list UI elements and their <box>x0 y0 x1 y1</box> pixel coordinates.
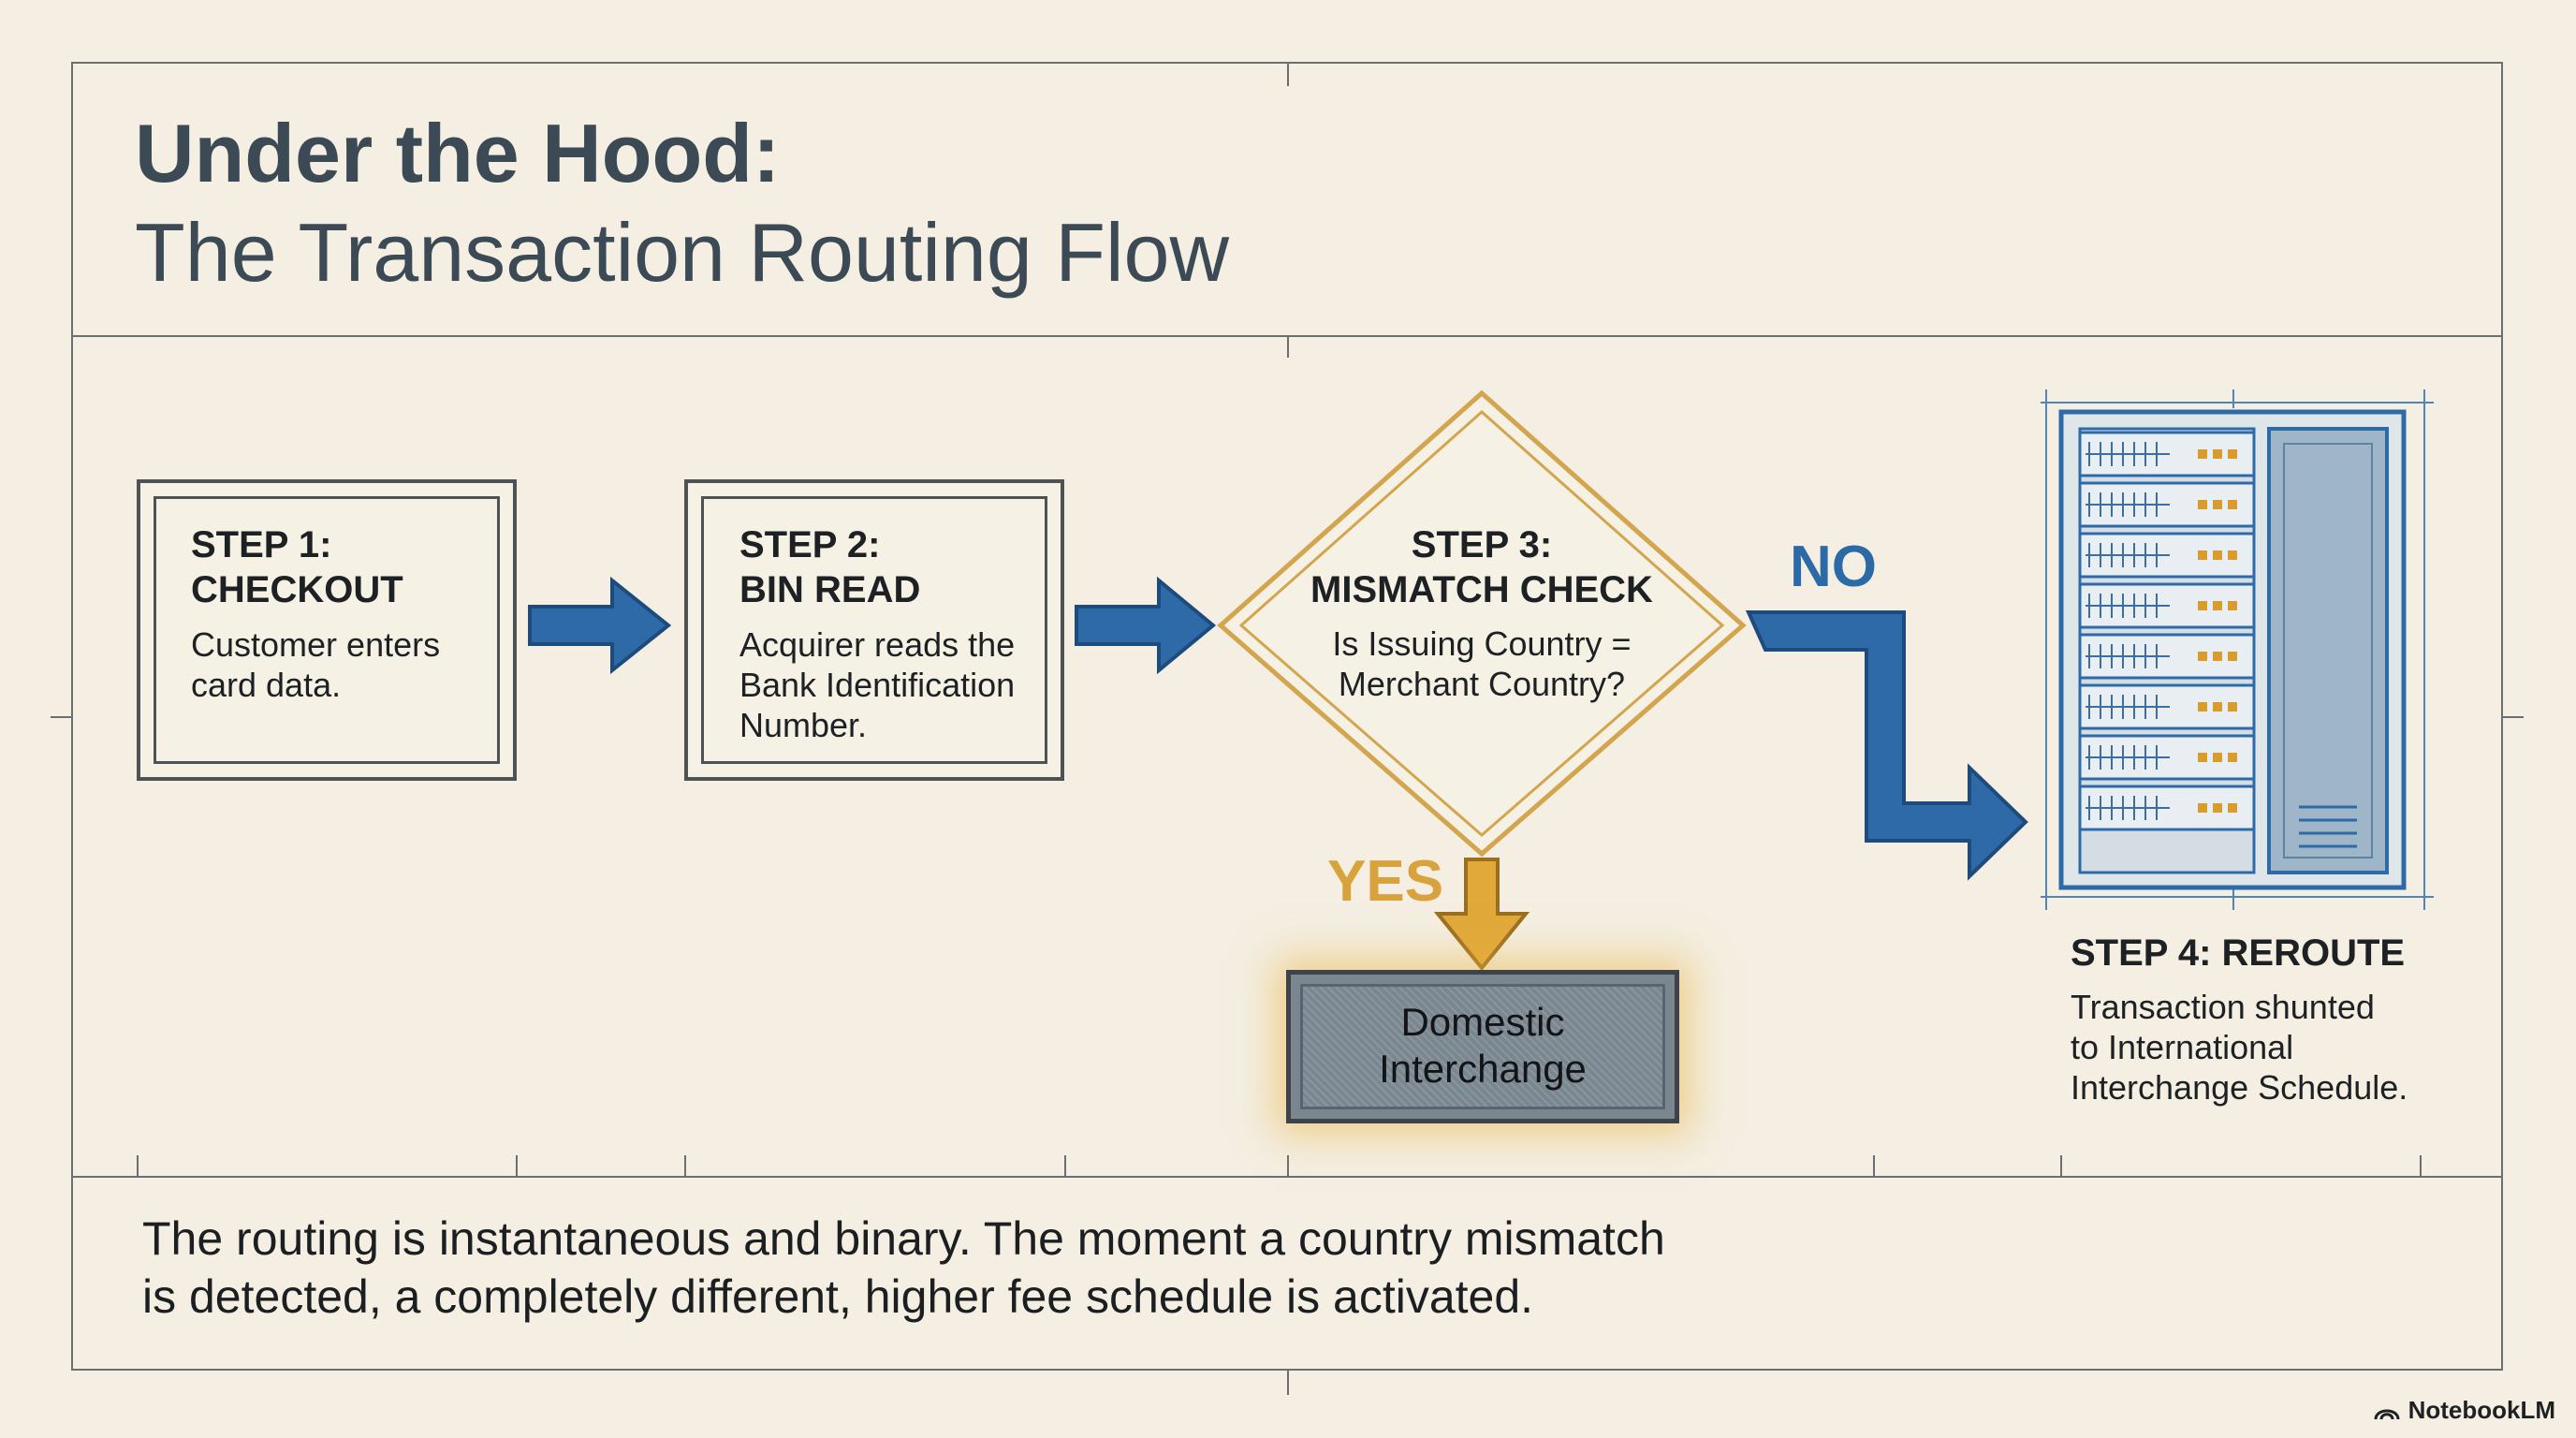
domestic-interchange-label: Domestic Interchange <box>1379 1000 1587 1091</box>
notebooklm-logo-icon <box>2374 1409 2400 1419</box>
tick-mark <box>1287 62 1289 86</box>
no-branch-arrow <box>1745 610 2028 881</box>
step-2-inner-border <box>701 496 1047 764</box>
rack-status-light <box>2213 550 2222 560</box>
rack-status-light <box>2198 702 2207 712</box>
server-rack-icon <box>2041 389 2434 910</box>
rack-status-light <box>2228 500 2237 509</box>
rack-status-light <box>2213 500 2222 509</box>
brand-watermark: NotebookLM <box>2373 1396 2555 1425</box>
arrow-right-icon <box>1075 576 1217 675</box>
step-2-title: STEP 2: BIN READ <box>739 524 921 610</box>
rack-status-light <box>2228 449 2237 459</box>
tick-mark <box>2420 1155 2422 1176</box>
step-3-title: STEP 3: MISMATCH CHECK <box>1310 524 1653 610</box>
rack-status-light <box>2228 702 2237 712</box>
page-title: Under the Hood: <box>135 107 781 199</box>
step-2-box <box>684 479 1064 781</box>
step-4-desc: Transaction shunted to International Int… <box>2071 988 2408 1107</box>
tick-mark <box>1287 1371 1289 1395</box>
yes-branch-arrow <box>1433 858 1530 972</box>
rack-status-light <box>2213 449 2222 459</box>
tick-mark <box>137 1155 139 1176</box>
footer-divider <box>71 1176 2503 1178</box>
rack-status-light <box>2228 803 2237 813</box>
rack-status-light <box>2213 702 2222 712</box>
step-1-title: STEP 1: CHECKOUT <box>191 524 403 610</box>
rack-status-light <box>2213 753 2222 762</box>
rack-status-light <box>2198 601 2207 610</box>
step-2-desc: Acquirer reads the Bank Identification N… <box>739 625 1016 744</box>
tick-mark <box>516 1155 518 1176</box>
tick-mark <box>51 716 71 718</box>
tick-mark <box>1064 1155 1066 1176</box>
footer-summary: The routing is instantaneous and binary.… <box>142 1212 1665 1323</box>
rack-status-light <box>2228 753 2237 762</box>
brand-name: NotebookLM <box>2408 1396 2555 1424</box>
domestic-interchange-box: Domestic Interchange <box>1286 970 1679 1123</box>
page-subtitle: The Transaction Routing Flow <box>135 206 1230 299</box>
step-3-desc: Is Issuing Country = Merchant Country? <box>1332 624 1632 703</box>
rack-status-light <box>2198 803 2207 813</box>
rack-status-light <box>2228 652 2237 661</box>
rack-status-light <box>2213 601 2222 610</box>
tick-mark <box>1287 1155 1289 1176</box>
decision-diamond-icon <box>1217 389 1747 858</box>
step-1-box <box>137 479 517 781</box>
tick-mark <box>2060 1155 2062 1176</box>
tick-mark <box>2503 716 2524 718</box>
step-1-desc: Customer enters card data. <box>191 625 441 704</box>
rack-status-light <box>2228 550 2237 560</box>
tick-mark <box>1287 335 1289 358</box>
no-label: NO <box>1790 535 1877 599</box>
rack-status-light <box>2198 652 2207 661</box>
yes-label: YES <box>1327 849 1444 914</box>
title-block: Under the Hood: The Transaction Routing … <box>135 105 1229 303</box>
domestic-inner-border <box>1300 984 1665 1109</box>
tick-mark <box>684 1155 686 1176</box>
rack-status-light <box>2228 601 2237 610</box>
rack-status-light <box>2198 753 2207 762</box>
tick-mark <box>1873 1155 1875 1176</box>
rack-status-light <box>2213 803 2222 813</box>
rack-status-light <box>2198 500 2207 509</box>
step-4-title: STEP 4: REROUTE <box>2071 932 2406 974</box>
rack-status-light <box>2198 449 2207 459</box>
step-1-inner-border <box>154 496 500 764</box>
rack-status-light <box>2213 652 2222 661</box>
rack-status-light <box>2198 550 2207 560</box>
arrow-right-icon <box>528 576 672 675</box>
